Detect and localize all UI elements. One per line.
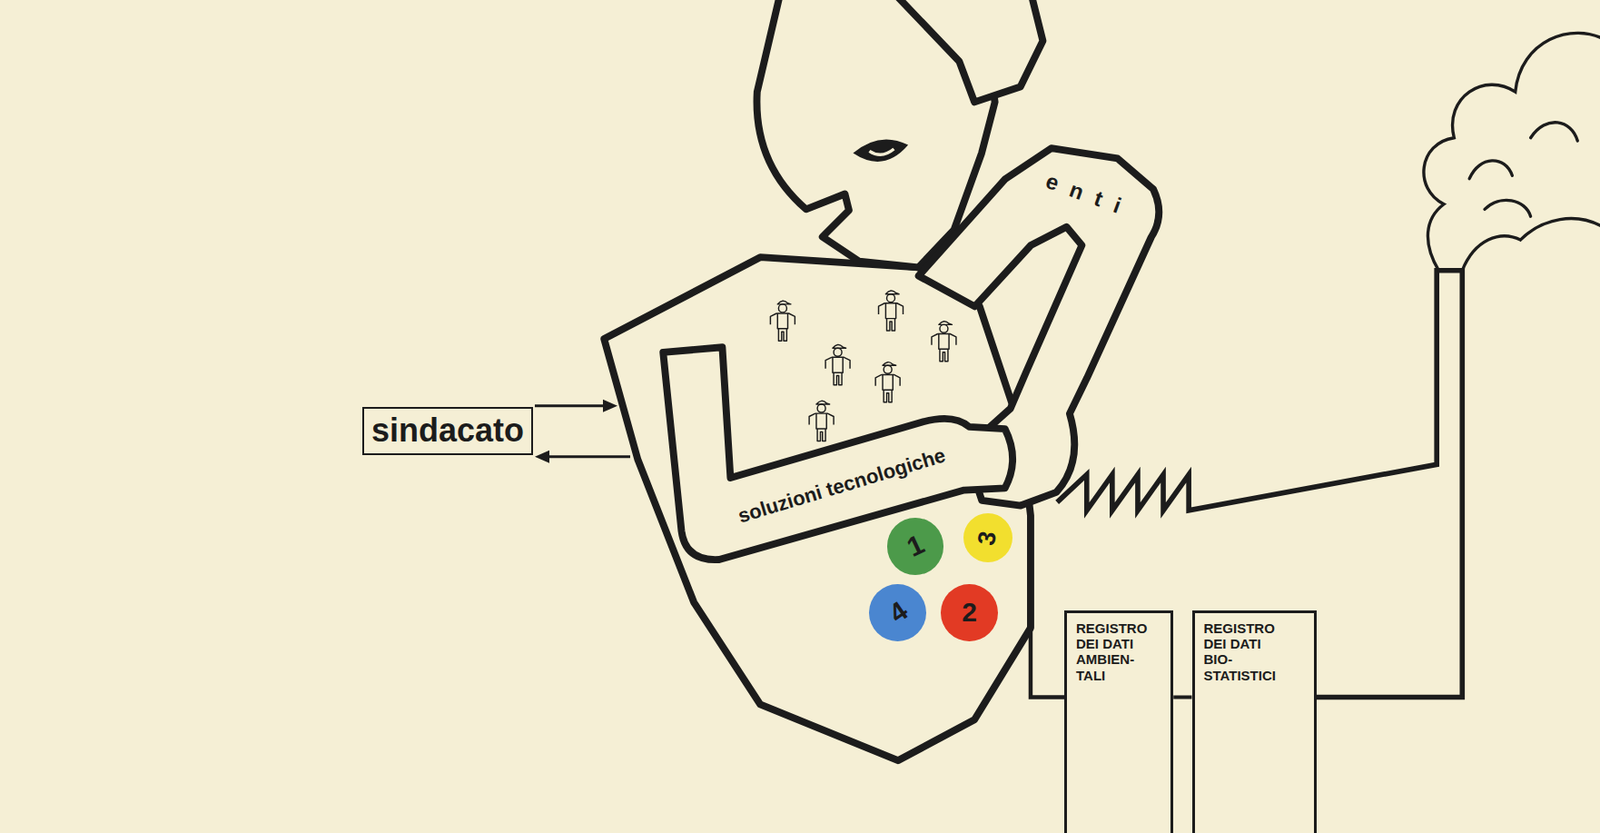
disc-number: 2 [961, 598, 978, 626]
number-disc: 1 [887, 517, 945, 575]
register-label: REGISTRO DEI DATI BIO- STATISTICI [1204, 620, 1283, 683]
register-wire [1030, 612, 1065, 697]
arrow-line [545, 454, 631, 458]
arrow-line [534, 404, 607, 407]
small-worker [875, 362, 900, 403]
disc-number: 1 [902, 530, 929, 562]
connector [1173, 696, 1192, 698]
disc-number: 4 [883, 596, 912, 628]
eye [852, 138, 909, 161]
arm-path [662, 346, 1013, 560]
small-worker [825, 345, 850, 386]
small-worker [809, 400, 834, 441]
factory-outline [1056, 270, 1462, 698]
eye-highlight [869, 148, 894, 155]
smoke [1423, 32, 1600, 270]
register-label: REGISTRO DEI DATI AMBIEN- TALI [1076, 620, 1155, 683]
small-worker [931, 321, 957, 362]
number-disc: 2 [940, 583, 998, 642]
worker-body [603, 256, 1031, 761]
disc-number: 3 [974, 528, 1001, 546]
small-worker [879, 290, 904, 331]
exchange-arrows [534, 399, 631, 464]
small-worker [770, 300, 795, 341]
number-disc: 3 [963, 513, 1013, 563]
connector-line [1173, 695, 1192, 700]
union-label: sindacato [371, 411, 524, 449]
arrow-head [534, 450, 550, 464]
cap-brim [892, 0, 1043, 102]
register-box: REGISTRO DEI DATI AMBIEN- TALI [1064, 610, 1174, 833]
register-box: REGISTRO DEI DATI BIO- STATISTICI [1192, 610, 1317, 833]
number-disc: 4 [869, 583, 927, 642]
arrow-head [602, 399, 618, 413]
union-box: sindacato [362, 406, 534, 455]
